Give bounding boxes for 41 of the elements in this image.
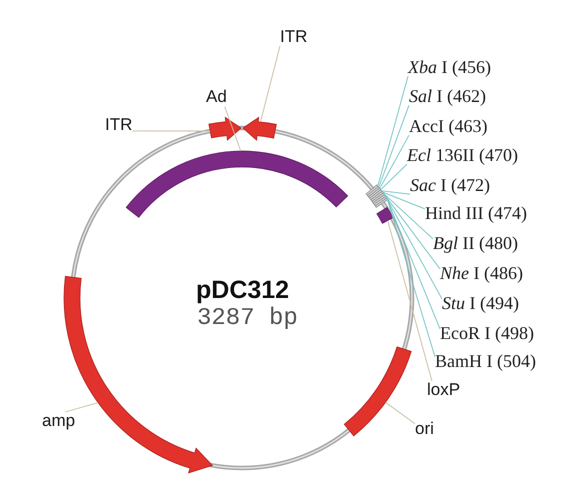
- leader-line: [384, 195, 442, 300]
- leader-line: [378, 104, 410, 188]
- leader-line: [132, 130, 211, 132]
- leader-line: [377, 76, 408, 186]
- feature-label: ITR: [105, 116, 132, 135]
- feature-label: amp: [42, 412, 76, 431]
- site-label: Sal I (462): [409, 87, 486, 107]
- feature-label: ori: [415, 420, 434, 439]
- site-label: Nhe I (486): [440, 264, 523, 284]
- feature-segment: [242, 116, 277, 141]
- leader-line: [383, 192, 434, 240]
- leader-line: [386, 196, 440, 330]
- site-label: Xba I (456): [408, 58, 491, 78]
- leader-line: [385, 402, 416, 424]
- site-label: Hind III (474): [425, 204, 527, 224]
- site-label: Stu I (494): [442, 294, 519, 314]
- site-label: Ecl 136II (470): [407, 146, 518, 166]
- site-marker-block: [366, 184, 388, 208]
- leader-line: [224, 106, 242, 152]
- leader-line: [380, 164, 408, 190]
- leader-line: [379, 134, 410, 189]
- feature-arc: [344, 346, 412, 436]
- feature-label: loxP: [427, 381, 460, 400]
- plasmid-name: pDC312: [196, 277, 290, 304]
- site-label: Bgl II (480): [433, 234, 518, 254]
- feature-block: [376, 207, 394, 224]
- feature-arc: [126, 150, 348, 218]
- site-label: BamH I (504): [435, 352, 536, 372]
- leader-line: [381, 190, 410, 195]
- plasmid-size: 3287 bp: [197, 306, 298, 332]
- feature-label: Ad: [206, 88, 227, 107]
- feature-label: ITR: [280, 28, 308, 47]
- feature-segment: [208, 116, 242, 141]
- leader-line: [64, 402, 98, 412]
- leader-line: [386, 198, 436, 358]
- site-label: EcoR I (498): [440, 324, 534, 344]
- site-label: AccI (463): [409, 117, 488, 137]
- leader-line: [384, 194, 440, 270]
- site-label: Sac I (472): [410, 176, 490, 196]
- leader-line: [387, 220, 432, 382]
- leader-line: [382, 192, 426, 210]
